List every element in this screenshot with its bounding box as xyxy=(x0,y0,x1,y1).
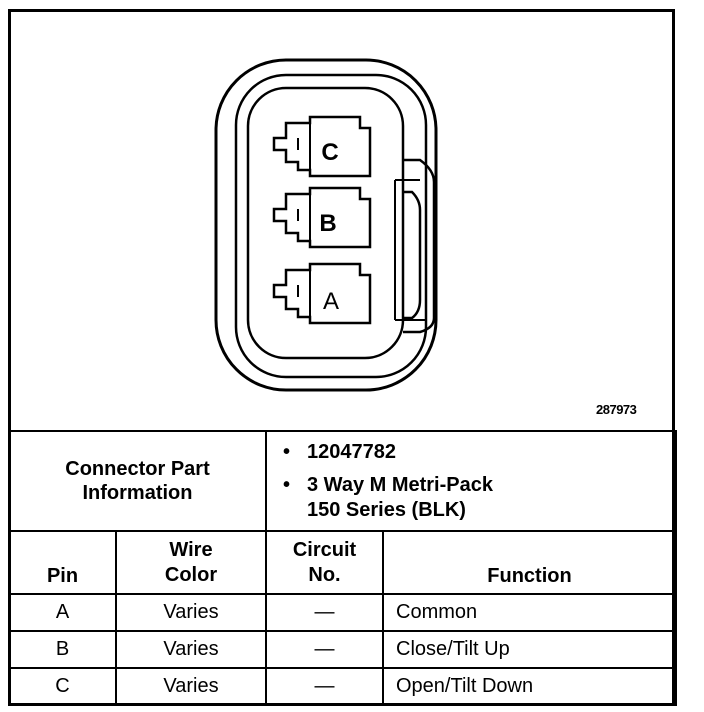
circuit-cell: — xyxy=(265,667,384,706)
connector-part-label-line2: Information xyxy=(82,482,193,504)
pin-header-text: Pin xyxy=(46,565,79,587)
wire-color-cell: Varies xyxy=(115,667,267,706)
pin-header: Pin xyxy=(8,530,117,595)
connector-table: Connector Part Information • 12047782 • … xyxy=(8,430,677,706)
connector-drawing: C B A xyxy=(214,58,438,392)
connector-info-row: Connector Part Information • 12047782 • … xyxy=(8,430,677,532)
description-item: • 3 Way M Metri-Pack xyxy=(283,473,675,498)
pin-cell: B xyxy=(8,630,117,669)
connector-housing-outer xyxy=(214,58,438,392)
description-line2: 150 Series (BLK) xyxy=(307,498,466,521)
latch-inner xyxy=(403,190,422,320)
pin-a-label: A xyxy=(323,288,339,315)
connector-housing-inner xyxy=(234,73,428,379)
pin-cell: C xyxy=(8,667,117,706)
pin-c-terminal xyxy=(272,115,372,178)
circuit-cell: — xyxy=(265,630,384,669)
wire-color-cell: Varies xyxy=(115,630,267,669)
part-number: 12047782 xyxy=(307,440,396,463)
function-header: Function xyxy=(382,530,677,595)
bullet-icon: • xyxy=(283,473,291,496)
table-row: A Varies — Common xyxy=(8,593,677,632)
pin-b-label: B xyxy=(319,210,336,237)
table-row: C Varies — Open/Tilt Down xyxy=(8,667,677,706)
description-line1: 3 Way M Metri-Pack xyxy=(307,473,493,496)
connector-part-label-line1: Connector Part xyxy=(65,458,210,480)
connector-part-info-cell: • 12047782 • 3 Way M Metri-Pack 150 Seri… xyxy=(265,430,677,532)
function-cell: Close/Tilt Up xyxy=(382,630,677,669)
latch-outline xyxy=(403,158,436,334)
table-row: B Varies — Close/Tilt Up xyxy=(8,630,677,669)
function-header-text: Function xyxy=(487,565,572,587)
wire-color-header-line1: Wire xyxy=(169,538,213,561)
wire-color-header-line2: Color xyxy=(164,563,218,586)
pin-a-terminal xyxy=(272,262,372,325)
reference-number: 287973 xyxy=(596,402,637,417)
column-header-row: Pin Wire Color Circuit No. Function xyxy=(8,530,677,595)
function-cell: Common xyxy=(382,593,677,632)
pin-c-label: C xyxy=(321,139,338,166)
circuit-header: Circuit No. xyxy=(265,530,384,595)
circuit-header-line1: Circuit xyxy=(292,538,357,561)
function-cell: Open/Tilt Down xyxy=(382,667,677,706)
connector-part-label-cell: Connector Part Information xyxy=(8,430,267,532)
wire-color-header: Wire Color xyxy=(115,530,267,595)
connector-cavity xyxy=(246,86,405,360)
wire-color-cell: Varies xyxy=(115,593,267,632)
part-number-item: • 12047782 xyxy=(283,440,675,465)
circuit-header-line2: No. xyxy=(308,563,341,586)
circuit-cell: — xyxy=(265,593,384,632)
bullet-icon: • xyxy=(283,440,291,463)
pin-b-terminal xyxy=(272,186,372,249)
connector-diagram: C B A 287973 xyxy=(214,58,637,417)
pin-cell: A xyxy=(8,593,117,632)
